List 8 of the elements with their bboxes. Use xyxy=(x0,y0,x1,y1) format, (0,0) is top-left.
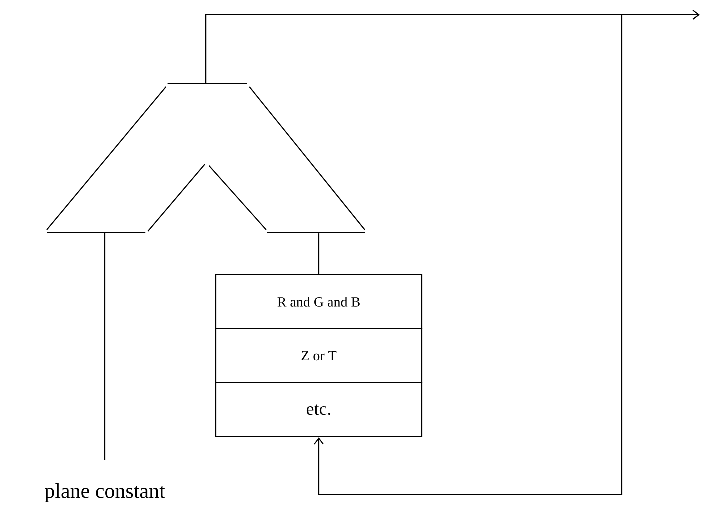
stack-cell: etc. xyxy=(215,382,423,438)
text-label: plane constant xyxy=(45,483,166,502)
input-line xyxy=(104,234,106,460)
feedback-arrow xyxy=(205,14,623,496)
stack-cell: Z or T xyxy=(215,328,423,384)
multiplexer-drawing xyxy=(46,83,366,234)
input-line xyxy=(318,234,320,274)
stack-cell: R and G and B xyxy=(215,274,423,330)
